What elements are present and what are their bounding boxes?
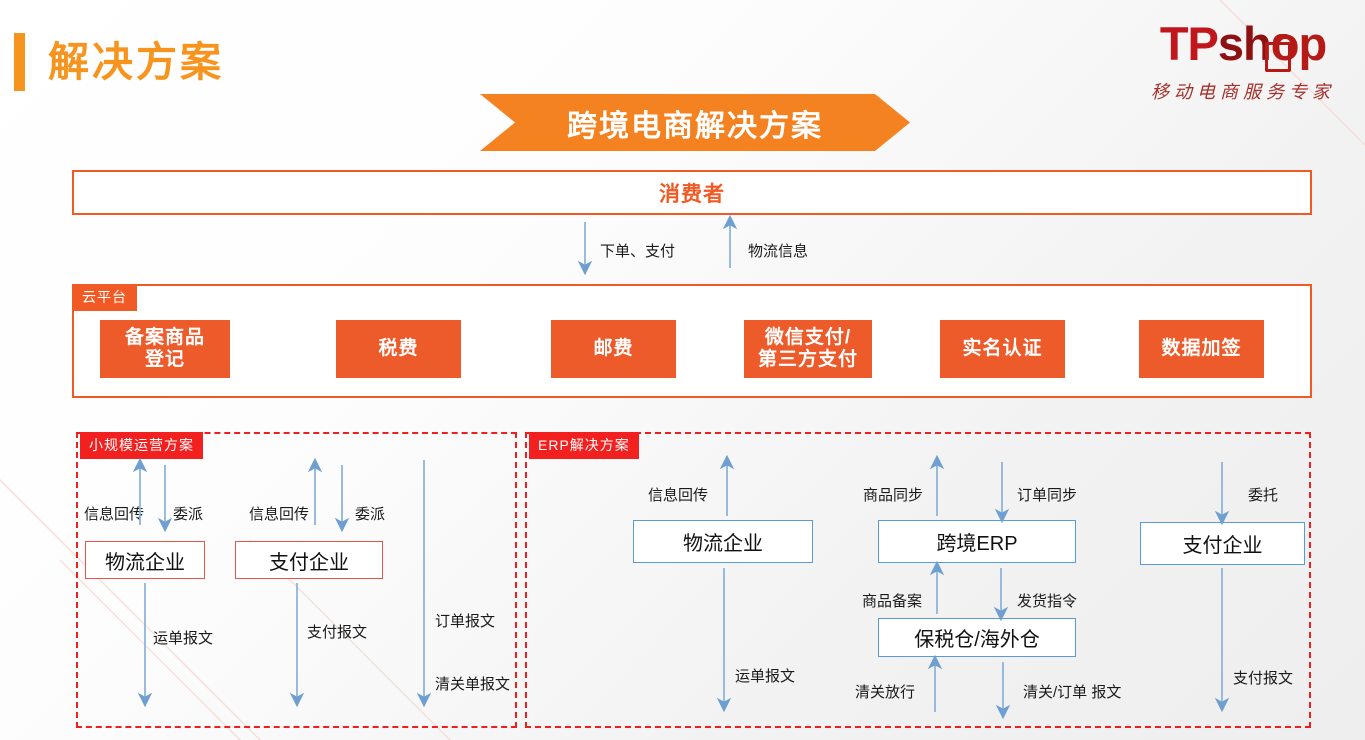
flow-label: 商品同步 <box>863 487 924 504</box>
logo-text-sh: sh <box>1217 17 1272 70</box>
flow-label: 清关/订单 报文 <box>1023 684 1122 701</box>
flow-label: 运单报文 <box>153 630 214 647</box>
cloud-service-label: 实名认证 <box>962 337 1043 359</box>
entity-box[interactable]: 物流企业 <box>85 541 205 579</box>
entity-box[interactable]: 保税仓/海外仓 <box>878 618 1076 657</box>
flow-label: 支付报文 <box>1233 670 1294 687</box>
panel-erp-solution <box>525 432 1311 728</box>
flow-label: 委托 <box>1248 487 1279 504</box>
cloud-service-box[interactable]: 微信支付/第三方支付 <box>744 320 872 378</box>
flow-label: 下单、支付 <box>600 243 676 260</box>
flow-label: 信息回传 <box>249 506 310 523</box>
cloud-platform-container <box>72 284 1312 398</box>
flow-label: 订单同步 <box>1017 487 1078 504</box>
entity-box[interactable]: 跨境ERP <box>878 520 1076 563</box>
cloud-service-label: 邮费 <box>593 337 634 359</box>
solution-banner: 跨境电商解决方案 <box>480 94 910 151</box>
logo-text-tp: TP <box>1159 17 1219 70</box>
cloud-service-box[interactable]: 税费 <box>336 320 461 378</box>
flow-label: 委派 <box>355 506 386 523</box>
flow-label: 委派 <box>173 506 204 523</box>
cloud-service-box[interactable]: 邮费 <box>551 320 676 378</box>
flow-label: 清关单报文 <box>435 676 511 693</box>
flow-label: 物流信息 <box>748 243 809 260</box>
flow-label: 信息回传 <box>84 506 145 523</box>
cloud-service-box[interactable]: 数据加签 <box>1139 320 1264 378</box>
flow-label: 信息回传 <box>648 487 709 504</box>
flow-label: 支付报文 <box>307 624 368 641</box>
flow-label: 订单报文 <box>435 613 496 630</box>
flow-label: 商品备案 <box>862 593 923 610</box>
logo-tagline: 移动电商服务专家 <box>1151 82 1335 103</box>
flow-label: 清关放行 <box>855 684 916 701</box>
title-accent-bar <box>14 33 25 91</box>
entity-box[interactable]: 物流企业 <box>633 520 813 563</box>
flow-label: 发货指令 <box>1017 593 1078 610</box>
tpshop-logo: TPshop 移动电商服务专家 <box>1133 16 1353 112</box>
consumer-bar: 消费者 <box>72 170 1312 215</box>
panel-tag-small-scale-operation: 小规模运营方案 <box>80 432 203 459</box>
page-title: 解决方案 <box>48 39 224 85</box>
cloud-platform-tag: 云平台 <box>72 284 137 311</box>
cloud-service-label: 数据加签 <box>1161 337 1242 359</box>
panel-small-scale-operation <box>76 432 517 728</box>
shopping-bag-icon <box>1265 34 1293 72</box>
entity-box[interactable]: 支付企业 <box>235 541 383 579</box>
cloud-service-box[interactable]: 备案商品登记 <box>100 320 230 378</box>
logo-wordmark: TPshop <box>1133 16 1353 72</box>
cloud-service-label: 税费 <box>378 337 419 359</box>
cloud-service-label: 备案商品登记 <box>124 326 205 370</box>
entity-box[interactable]: 支付企业 <box>1140 522 1305 565</box>
cloud-service-label: 微信支付/第三方支付 <box>757 326 858 370</box>
panel-tag-erp-solution: ERP解决方案 <box>529 432 639 459</box>
flow-label: 运单报文 <box>735 668 796 685</box>
cloud-service-box[interactable]: 实名认证 <box>940 320 1065 378</box>
